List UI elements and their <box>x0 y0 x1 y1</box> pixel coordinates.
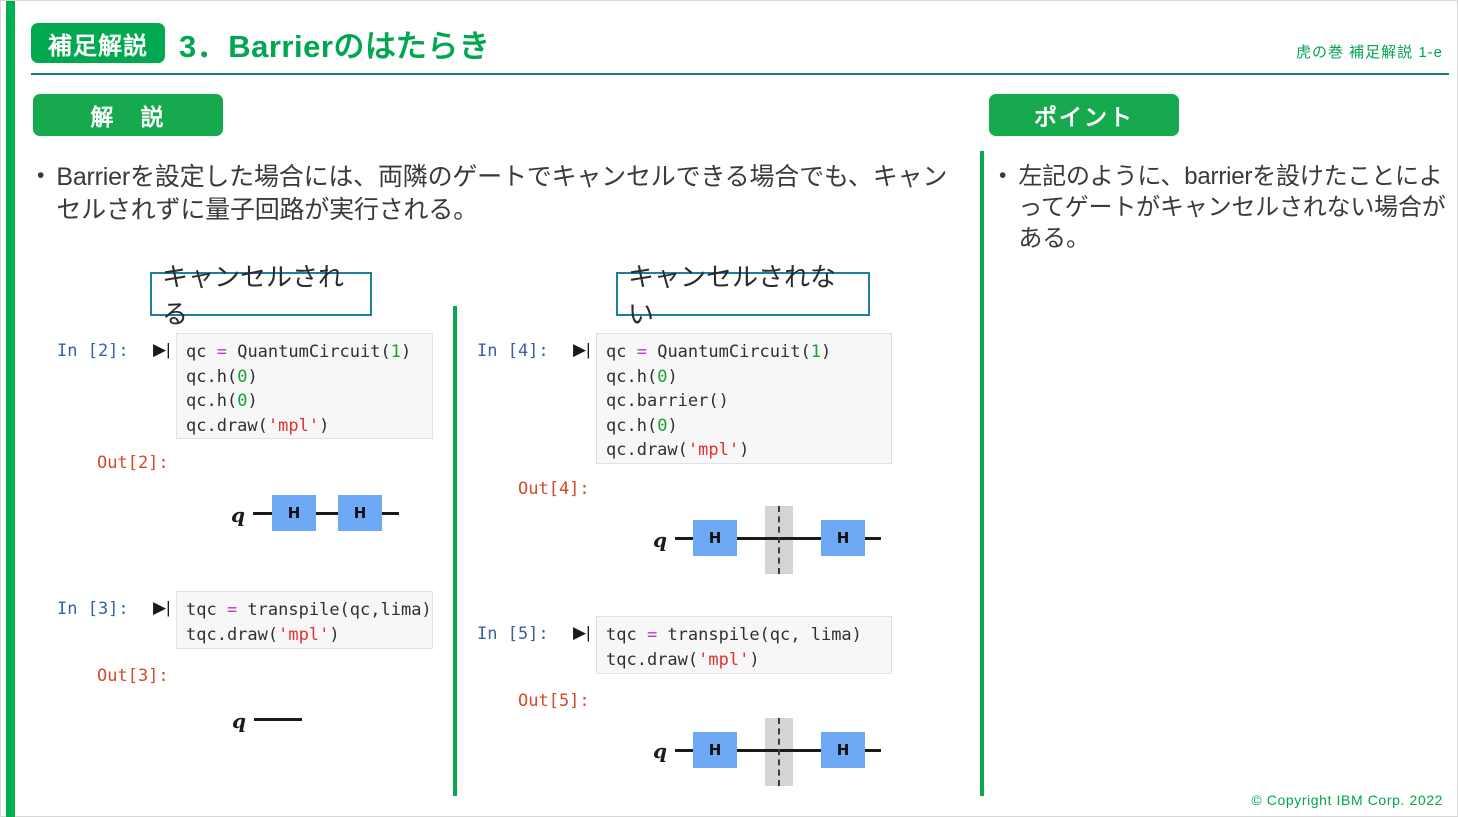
callout-not-cancelled: キャンセルされない <box>616 262 870 329</box>
header-divider-rule <box>31 73 1449 75</box>
column-divider-right <box>980 151 984 796</box>
point-bullet: • 左記のように、barrierを設けたことによってゲートがキャンセルされない場… <box>999 161 1449 254</box>
code-cell-2[interactable]: qc = QuantumCircuit(1) qc.h(0) qc.h(0) q… <box>176 333 433 439</box>
header-badge: 補足解説 <box>31 23 165 63</box>
qubit-label: q <box>231 503 245 527</box>
gate-h-1: H <box>272 495 316 531</box>
qubit-label: q <box>232 709 246 733</box>
run-cell-icon-4[interactable]: ▶| <box>573 340 591 359</box>
point-bullet-text: 左記のように、barrierを設けたことによってゲートがキャンセルされない場合が… <box>1018 163 1446 252</box>
bullet-marker: • <box>999 164 1007 187</box>
run-cell-icon-3[interactable]: ▶| <box>153 598 171 617</box>
gate-h-1: H <box>693 520 737 556</box>
barrier-dashed-line <box>778 506 780 574</box>
code-cell-3[interactable]: tqc = transpile(qc,lima) tqc.draw('mpl') <box>176 591 433 649</box>
out-prompt-4: Out[4]: <box>518 479 590 499</box>
qubit-label: q <box>653 739 667 763</box>
bullet-marker: • <box>37 164 45 187</box>
run-cell-icon-5[interactable]: ▶| <box>573 623 591 642</box>
in-prompt-3: In [3]: <box>57 599 129 619</box>
gate-h-2: H <box>821 732 865 768</box>
tab-explanation[interactable]: 解 説 <box>33 94 223 136</box>
copyright-footer: © Copyright IBM Corp. 2022 <box>1251 792 1443 808</box>
quantum-wire <box>253 512 399 515</box>
out-prompt-2: Out[2]: <box>97 453 169 473</box>
header-reference-label: 虎の巻 補足解説 1-e <box>1295 44 1443 61</box>
explanation-bullet: • Barrierを設定した場合には、両隣のゲートでキャンセルできる場合でも、キ… <box>37 161 955 227</box>
code-cell-4[interactable]: qc = QuantumCircuit(1) qc.h(0) qc.barrie… <box>596 333 892 464</box>
column-divider-middle <box>453 306 457 796</box>
explanation-bullet-text: Barrierを設定した場合には、両隣のゲートでキャンセルできる場合でも、キャン… <box>56 163 948 224</box>
out-prompt-5: Out[5]: <box>518 691 590 711</box>
gate-h-2: H <box>338 495 382 531</box>
page-title: 3．Barrierのはたらき <box>179 29 491 64</box>
left-accent-bar <box>6 1 15 817</box>
qubit-label: q <box>653 528 667 552</box>
run-cell-icon-2[interactable]: ▶| <box>153 340 171 359</box>
in-prompt-2: In [2]: <box>57 341 129 361</box>
code-cell-5[interactable]: tqc = transpile(qc, lima) tqc.draw('mpl'… <box>596 616 892 674</box>
out-prompt-3: Out[3]: <box>97 666 169 686</box>
callout-cancelled: キャンセルされる <box>150 262 372 329</box>
in-prompt-5: In [5]: <box>477 624 549 644</box>
in-prompt-4: In [4]: <box>477 341 549 361</box>
barrier-dashed-line <box>778 718 780 786</box>
gate-h-1: H <box>693 732 737 768</box>
gate-h-2: H <box>821 520 865 556</box>
quantum-wire <box>254 718 302 721</box>
tab-point[interactable]: ポイント <box>989 94 1179 136</box>
